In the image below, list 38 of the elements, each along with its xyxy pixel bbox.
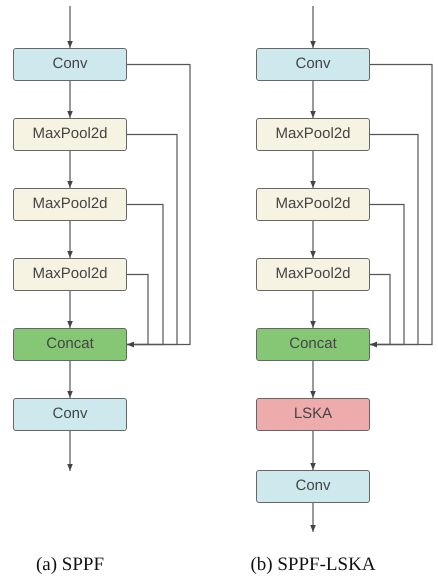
conv-block: Conv [256,48,370,81]
arrow [370,64,433,348]
maxpool-block: MaxPool2d [256,118,370,151]
arrow [67,81,73,118]
arrow [370,204,405,348]
caption: (b) SPPF-LSKA [250,553,376,577]
conv-block: Conv [13,398,127,431]
arrow [310,81,316,118]
maxpool-block: MaxPool2d [13,118,127,151]
arrow [67,431,73,471]
arrow [67,6,73,48]
arrow [310,151,316,188]
arrow [310,291,316,328]
concat-block: Concat [13,328,127,361]
arrow [67,291,73,328]
arrow [67,221,73,258]
arrow [310,503,316,532]
arrow [310,361,316,398]
arrow [127,274,149,348]
arrow [127,204,164,348]
arrow [67,361,73,398]
arrow [127,134,178,348]
arrow [370,134,419,348]
arrow [370,274,391,348]
conv-block: Conv [256,470,370,503]
caption: (a) SPPF [36,553,104,577]
maxpool-block: MaxPool2d [256,188,370,221]
arrow [310,221,316,258]
maxpool-block: MaxPool2d [256,258,370,291]
attention-block: LSKA [256,398,370,431]
arrow [310,6,316,48]
concat-block: Concat [256,328,370,361]
arrow [310,431,316,470]
maxpool-block: MaxPool2d [13,258,127,291]
arrow [67,151,73,188]
conv-block: Conv [13,48,127,81]
arrow [127,64,191,348]
maxpool-block: MaxPool2d [13,188,127,221]
